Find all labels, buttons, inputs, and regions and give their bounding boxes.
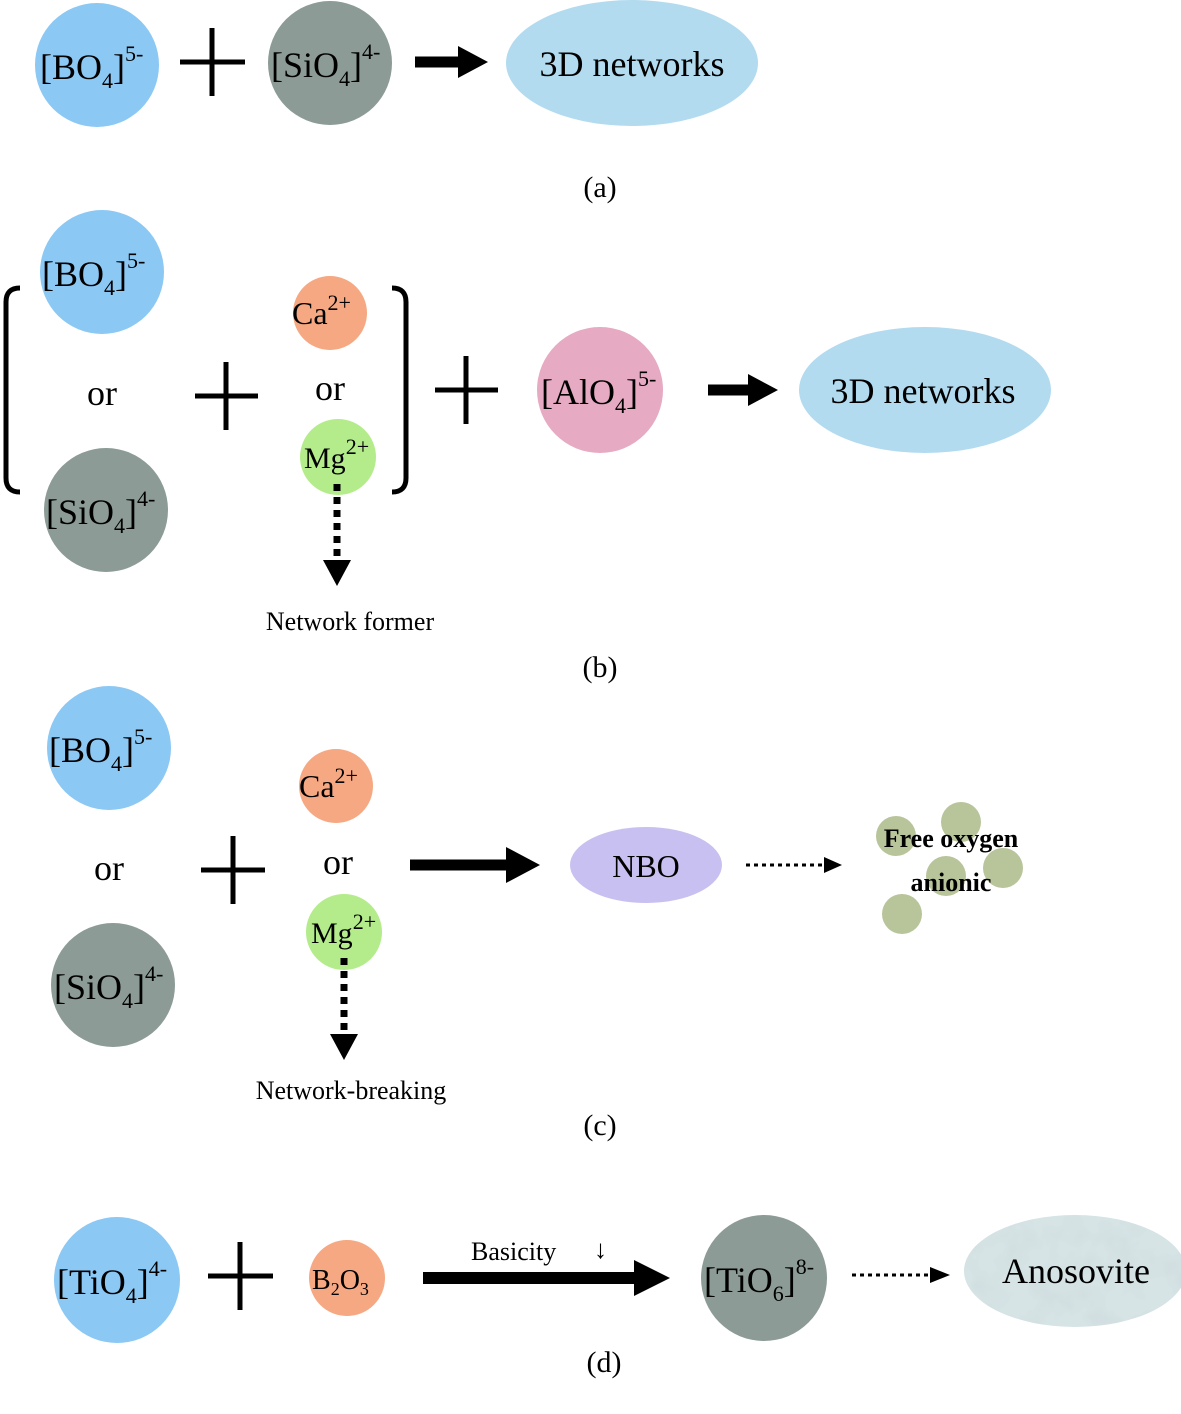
caption-c: (c)	[583, 1109, 616, 1142]
3d-networks-label: 3D networks	[540, 44, 725, 84]
sio4-circle	[44, 448, 168, 572]
plus-sign	[208, 1242, 273, 1310]
oxygen-particle	[876, 816, 916, 856]
arrow-dotted	[746, 857, 842, 873]
oxygen-particle	[926, 856, 966, 896]
alo4-label: [AlO4]5-	[541, 366, 656, 418]
3d-networks-label: 3D networks	[831, 371, 1016, 411]
mg-circle	[306, 894, 382, 970]
bo4-label: [BO4]5-	[42, 248, 145, 300]
plus-sign	[201, 836, 265, 904]
sio4-circle	[268, 1, 392, 125]
b2o3-label: B2O3	[312, 1265, 369, 1299]
bo4-label: [BO4]5-	[40, 41, 143, 93]
sio4-label: [SiO4]4-	[54, 961, 163, 1013]
basicity-label: Basicity	[471, 1237, 556, 1266]
tio6-label: [TiO6]8-	[704, 1254, 814, 1306]
left-bracket	[3, 285, 21, 495]
mg-label: Mg2+	[304, 434, 369, 475]
network-breaking-label: Network-breaking	[256, 1076, 447, 1105]
anosovite-texture	[964, 1215, 1181, 1327]
b2o3-circle	[309, 1240, 385, 1316]
bo4-circle	[35, 3, 159, 127]
free-oxygen-label: Free oxygen	[884, 824, 1019, 853]
3d-networks-ellipse	[506, 0, 758, 126]
or-label: or	[94, 848, 124, 888]
mg-circle	[300, 419, 376, 495]
sio4-circle	[51, 923, 175, 1047]
arrow-dotted-down	[330, 958, 358, 1060]
basicity-down-arrow: ↓	[594, 1235, 607, 1264]
or-label: or	[315, 368, 345, 408]
mg-label: Mg2+	[311, 909, 376, 950]
alo4-circle	[537, 327, 663, 453]
arrow-solid	[410, 847, 540, 883]
plus-sign	[180, 28, 245, 96]
oxygen-particle	[983, 848, 1023, 888]
panel-d: [TiO4]4- B2O3 Basicity ↓ [TiO6]8- Anosov…	[54, 1215, 1181, 1379]
caption-b: (b)	[583, 651, 618, 684]
plus-sign	[435, 356, 498, 424]
nbo-label: NBO	[612, 848, 680, 884]
panel-c: [BO4]5- or [SiO4]4- Ca2+ or Mg2+ Network…	[47, 686, 1023, 1142]
or-label: or	[323, 842, 353, 882]
tio4-label: [TiO4]4-	[57, 1256, 167, 1308]
anosovite-label: Anosovite	[1002, 1251, 1150, 1291]
right-bracket	[391, 285, 409, 495]
arrow-solid	[708, 374, 778, 406]
plus-sign	[195, 362, 258, 430]
arrow-solid	[423, 1260, 670, 1296]
panel-b: [BO4]5- or [SiO4]4- Ca2+ or Mg2+ Network…	[3, 210, 1051, 684]
bo4-circle	[47, 686, 171, 810]
panel-a: [BO4]5- [SiO4]4- 3D networks (a)	[35, 0, 758, 204]
oxygen-particle	[941, 802, 981, 842]
ca-circle	[299, 749, 373, 823]
nbo-ellipse	[570, 827, 722, 903]
sio4-label: [SiO4]4-	[46, 486, 155, 538]
network-former-label: Network former	[266, 607, 435, 636]
3d-networks-ellipse	[799, 327, 1051, 453]
anionic-label: anionic	[911, 868, 992, 897]
caption-a: (a)	[583, 171, 616, 204]
arrow-solid	[415, 46, 488, 78]
bo4-label: [BO4]5-	[49, 724, 152, 776]
bo4-circle	[40, 210, 164, 334]
tio4-circle	[54, 1217, 180, 1343]
caption-d: (d)	[587, 1346, 622, 1379]
ca-label: Ca2+	[299, 763, 358, 804]
ca-label: Ca2+	[292, 290, 351, 331]
ca-circle	[293, 276, 367, 350]
arrow-dotted-down	[323, 484, 351, 586]
tio6-circle	[701, 1215, 827, 1341]
sio4-label: [SiO4]4-	[271, 39, 380, 91]
oxygen-particle	[882, 894, 922, 934]
arrow-dotted	[852, 1267, 950, 1283]
free-oxygen-cluster: Free oxygen anionic	[876, 802, 1023, 934]
or-label: or	[87, 373, 117, 413]
